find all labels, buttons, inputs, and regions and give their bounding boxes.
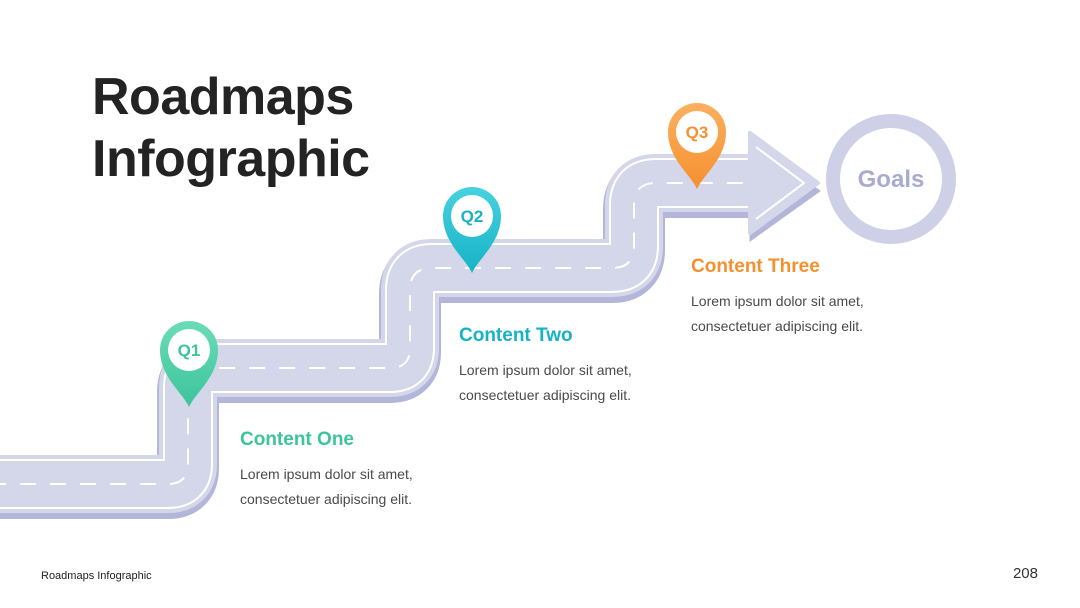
pin-3-label: Q3 [686,123,709,142]
page-number: 208 [1012,565,1038,582]
road-arrow-head [748,131,820,235]
pin-1-inner-circle [168,329,210,371]
milestone-3-title: Content Three [691,256,820,277]
goal-label: Goals [858,166,925,193]
road-arrow-inner-line [755,146,806,220]
pin-1-label: Q1 [178,341,201,360]
pin-q3: Q3 [668,103,726,189]
pin-3-inner-circle [676,111,718,153]
pin-2-label: Q2 [461,207,484,226]
milestone-1-content: Content One Lorem ipsum dolor sit amet, … [240,428,413,512]
milestone-2-content: Content Two Lorem ipsum dolor sit amet, … [459,324,632,408]
milestone-3-content: Content Three Lorem ipsum dolor sit amet… [691,255,864,339]
milestone-3-text: Lorem ipsum dolor sit amet, consectetuer… [691,293,864,334]
milestone-1-title: Content One [240,429,354,450]
road-center-dashes [0,182,760,485]
pin-q1: Q1 [160,321,218,407]
milestone-1-text: Lorem ipsum dolor sit amet, consectetuer… [240,466,413,507]
milestone-2-text: Lorem ipsum dolor sit amet, consectetuer… [459,362,632,403]
goal-marker: Goals [826,114,956,244]
goal-ring [826,114,956,244]
footer-title: Roadmaps Infographic [41,570,152,582]
slide-title: Roadmaps Infographic [92,68,370,188]
milestone-2-title: Content Two [459,325,573,346]
pin-q2: Q2 [443,187,501,273]
road [0,131,821,519]
pin-2-inner-circle [451,195,493,237]
